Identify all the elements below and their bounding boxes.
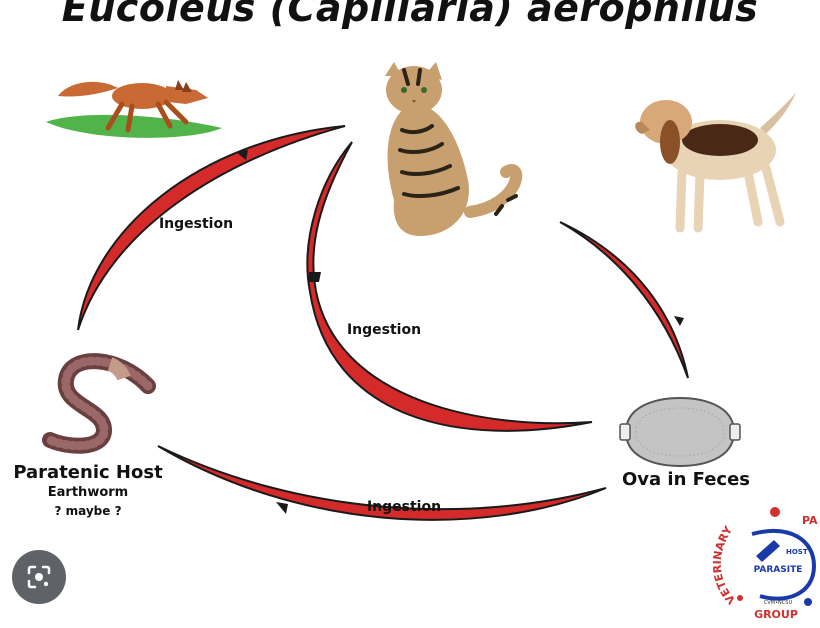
cat-icon bbox=[385, 62, 523, 236]
earthworm-icon bbox=[42, 353, 156, 454]
ova-label: Ova in Feces bbox=[622, 469, 750, 490]
paratenic-host-sub: Earthworm bbox=[48, 485, 128, 500]
logo-center-vertical: HOST bbox=[786, 548, 808, 556]
diagram-title: Eucoleus (Capillaria) aerophilus bbox=[61, 0, 759, 30]
arrow-ova-to-cat bbox=[306, 141, 593, 432]
logo-small: CVM•NCSU bbox=[764, 600, 793, 606]
arrow-fox-to-cat bbox=[77, 125, 346, 331]
ova-icon bbox=[619, 396, 741, 468]
logo-center: PARASITE bbox=[754, 565, 803, 575]
label-ingestion-ova-cat: Ingestion bbox=[347, 322, 421, 338]
veterinary-parasite-group-logo: VETERINARY PA PARASITE HOST CVM•NCSU GRO… bbox=[711, 507, 818, 621]
logo-arc-right: PA bbox=[802, 514, 818, 527]
lens-search-button[interactable] bbox=[12, 550, 66, 604]
label-ingestion-fox-cat: Ingestion bbox=[159, 216, 233, 232]
dog-icon bbox=[635, 92, 796, 233]
label-ingestion-ova-worm: Ingestion bbox=[367, 499, 441, 515]
paratenic-host-heading: Paratenic Host bbox=[13, 462, 163, 483]
paratenic-host-note: ? maybe ? bbox=[54, 504, 121, 518]
logo-arc-left: VETERINARY bbox=[711, 523, 738, 607]
fox-icon bbox=[46, 80, 222, 138]
logo-bottom: GROUP bbox=[754, 608, 798, 621]
arrow-cat-to-ova bbox=[559, 221, 689, 379]
lens-icon bbox=[27, 565, 51, 589]
arrow-ova-to-worm bbox=[157, 445, 607, 521]
